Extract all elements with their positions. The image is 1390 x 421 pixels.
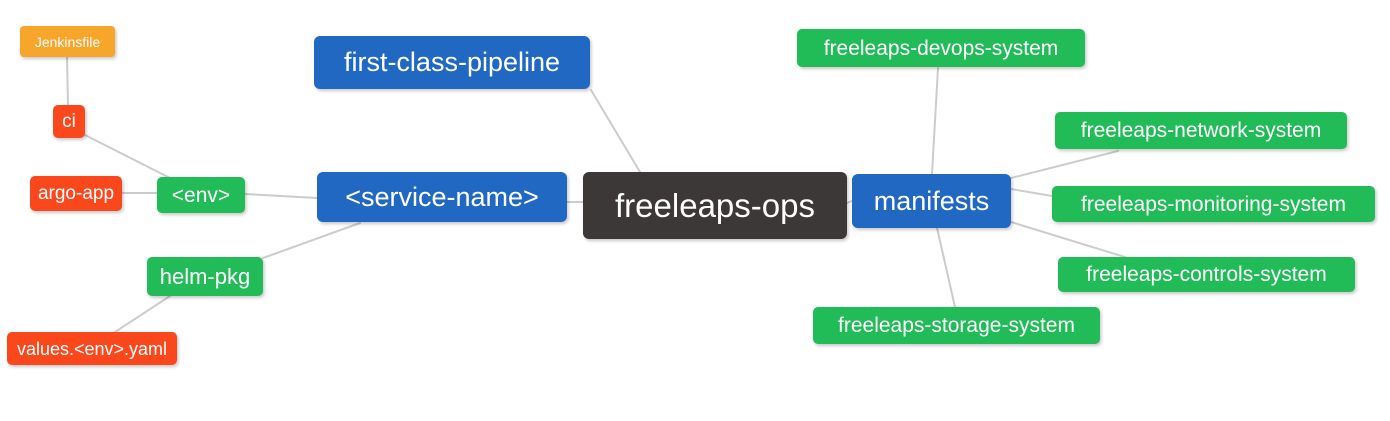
- node-jenkinsfile[interactable]: Jenkinsfile: [20, 26, 115, 57]
- node-values-env-yaml-label: values.<env>.yaml: [16, 338, 168, 359]
- node-manifests-label: manifests: [873, 185, 990, 216]
- node-values-env-yaml[interactable]: values.<env>.yaml: [7, 332, 177, 365]
- node-freeleaps-devops-system[interactable]: freeleaps-devops-system: [797, 29, 1085, 67]
- node-env-label: <env>: [171, 183, 231, 207]
- node-freeleaps-devops-system-label: freeleaps-devops-system: [823, 36, 1059, 60]
- node-freeleaps-monitoring-system[interactable]: freeleaps-monitoring-system: [1052, 186, 1375, 222]
- edge-service-name-env: [244, 193, 318, 199]
- node-freeleaps-monitoring-system-label: freeleaps-monitoring-system: [1081, 192, 1346, 216]
- node-freeleaps-network-system-label: freeleaps-network-system: [1080, 119, 1322, 142]
- edge-manifests-devops-system: [931, 67, 939, 175]
- node-service-name-label: <service-name>: [345, 181, 539, 212]
- node-freeleaps-controls-system-label: freeleaps-controls-system: [1086, 263, 1327, 286]
- node-service-name[interactable]: <service-name>: [317, 172, 567, 222]
- node-manifests[interactable]: manifests: [852, 174, 1011, 228]
- edge-manifests-controls-system: [1010, 221, 1129, 259]
- node-helm-pkg[interactable]: helm-pkg: [147, 257, 263, 296]
- node-argo-app[interactable]: argo-app: [30, 176, 122, 211]
- node-ci-label: ci: [62, 111, 76, 132]
- edge-manifests-monitoring-system: [1010, 188, 1053, 197]
- edge-ops-manifests: [846, 200, 853, 204]
- node-jenkinsfile-label: Jenkinsfile: [34, 33, 101, 50]
- node-helm-pkg-label: helm-pkg: [159, 263, 251, 289]
- edge-ops-first-class-pipeline: [590, 89, 641, 173]
- node-ci[interactable]: ci: [53, 105, 85, 138]
- node-freeleaps-controls-system[interactable]: freeleaps-controls-system: [1058, 257, 1355, 292]
- node-argo-app-label: argo-app: [37, 183, 115, 204]
- node-first-class-pipeline[interactable]: first-class-pipeline: [314, 36, 590, 89]
- edge-ci-jenkinsfile: [66, 56, 69, 106]
- edge-manifests-storage-system: [936, 227, 956, 308]
- edge-manifests-network-system: [1010, 150, 1119, 179]
- node-first-class-pipeline-label: first-class-pipeline: [343, 47, 561, 77]
- node-freeleaps-ops[interactable]: freeleaps-ops: [583, 172, 847, 239]
- edge-helm-pkg-values-env-yaml: [114, 295, 171, 333]
- node-freeleaps-storage-system[interactable]: freeleaps-storage-system: [813, 307, 1100, 344]
- node-freeleaps-network-system[interactable]: freeleaps-network-system: [1055, 112, 1347, 149]
- node-freeleaps-storage-system-label: freeleaps-storage-system: [838, 314, 1075, 337]
- node-env[interactable]: <env>: [157, 177, 245, 213]
- edge-env-ci: [82, 133, 171, 179]
- edge-service-name-helm-pkg: [262, 222, 361, 259]
- node-freeleaps-ops-label: freeleaps-ops: [615, 187, 815, 224]
